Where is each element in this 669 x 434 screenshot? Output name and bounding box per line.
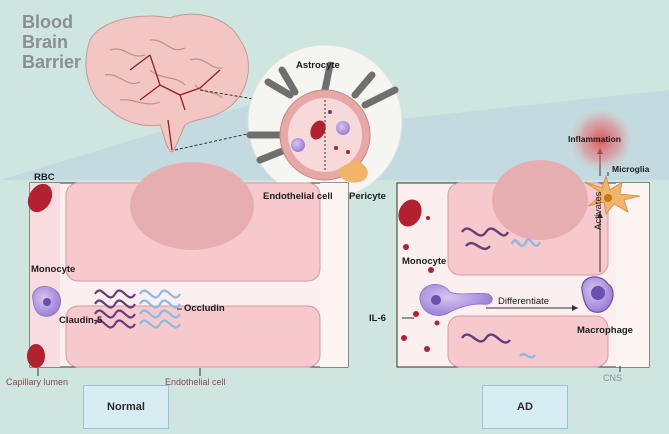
monocyte-label-ad: Monocyte [402, 256, 447, 267]
capillary-lumen-label: Capillary lumen [6, 377, 69, 387]
diagram-title-line-2: Brain [22, 32, 69, 52]
endothelial-cell-label-top: Endothelial cell [263, 191, 333, 202]
microglia-cell [584, 174, 641, 215]
zoom-guide-upper [199, 89, 261, 101]
cns-label: CNS [603, 373, 623, 383]
brain-illustration [85, 13, 249, 153]
occludin-label: Occludin [184, 303, 225, 314]
activates-label: Activates [593, 191, 604, 230]
normal-panel [27, 162, 349, 376]
pericyte-label: Pericyte [349, 191, 386, 202]
ad-condition-box: AD [482, 385, 568, 429]
inflammation-label: Inflammation [568, 134, 621, 144]
normal-condition-box: Normal [83, 385, 169, 429]
normal-condition-label: Normal [107, 401, 145, 413]
differentiate-label: Differentiate [498, 296, 550, 307]
ad-condition-label: AD [517, 401, 533, 413]
il6-label: IL-6 [369, 313, 386, 324]
diagram-title-line-3: Barrier [22, 52, 82, 72]
astrocyte-label: Astrocyte [296, 60, 340, 71]
claudin5-label: Claudin-5 [59, 315, 103, 326]
monocyte-label-normal: Monocyte [31, 264, 76, 275]
diagram-title-line-1: Blood [22, 12, 73, 32]
vessel-cross-section [246, 44, 403, 200]
inflammation-glow [569, 108, 633, 172]
microglia-label: Microglia [612, 164, 650, 174]
ad-panel [396, 148, 650, 372]
endothelial-cell-label-bottom: Endothelial cell [165, 377, 226, 387]
macrophage-label: Macrophage [577, 325, 633, 336]
rbc-label: RBC [34, 172, 55, 183]
